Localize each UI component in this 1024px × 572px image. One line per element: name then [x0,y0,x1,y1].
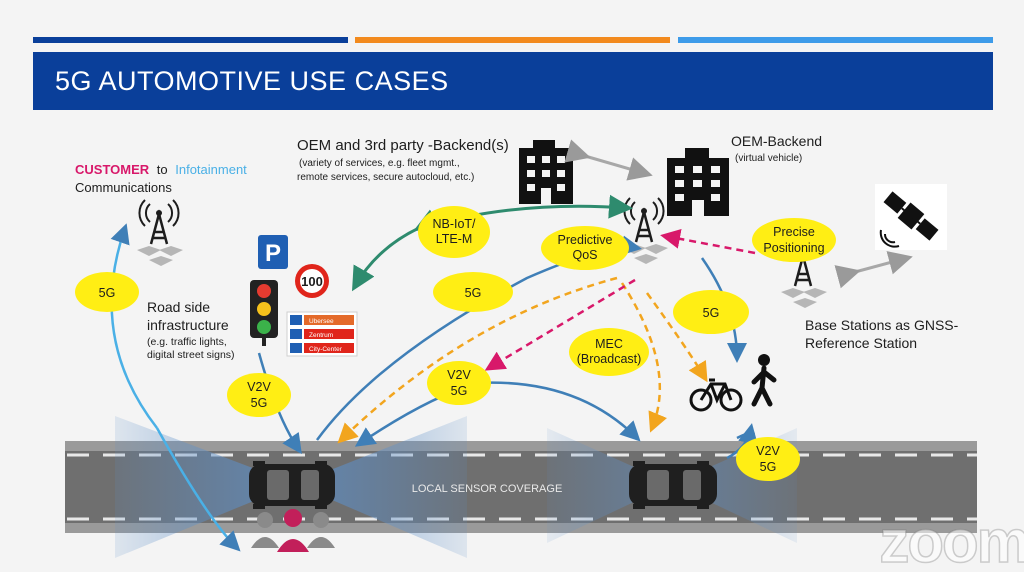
bubble-mec: MEC (Broadcast) [569,328,649,376]
road-side-sub: digital street signs) [147,349,235,361]
svg-text:5G: 5G [760,460,777,474]
use-case-diagram: LOCAL SENSOR COVERAGE [65,133,977,558]
parking-sign-icon: P [258,235,288,269]
svg-text:NB-IoT/: NB-IoT/ [432,217,476,231]
oem-3rd-party-sub: (variety of services, e.g. fleet mgmt., [299,158,460,169]
dashed-arrow-magenta [484,278,636,371]
zoom-watermark: zoom [879,507,1024,572]
car-icon [629,461,717,509]
road-side-sub: (e.g. traffic lights, [147,336,227,348]
bubble-5g-left: 5G [75,272,139,312]
bubble-v2v-right: V2V 5G [736,437,800,481]
road-side-label: infrastructure [147,317,229,333]
cell-tower-icon [622,197,668,264]
svg-text:City-Center: City-Center [309,346,343,353]
svg-text:QoS: QoS [572,248,597,262]
svg-text:V2V: V2V [447,368,471,382]
local-sensor-label: LOCAL SENSOR COVERAGE [412,483,563,495]
customer-label: CUSTOMER to Infotainment Communications [75,162,247,195]
base-stations-label: Reference Station [805,335,917,351]
traffic-light-icon [250,280,278,346]
svg-text:Positioning: Positioning [763,241,824,255]
svg-text:CUSTOMER to In: CUSTOMER to Infotainment [75,162,247,177]
direction-sign-icon: Ubersee Zentrum City-Center [286,311,358,357]
top-accent-dark-blue [33,37,348,43]
dashed-arrow-orange [620,282,667,433]
svg-text:5G: 5G [251,396,268,410]
oem-3rd-party-sub: remote services, secure autocloud, etc.) [297,172,474,183]
svg-text:Ubersee: Ubersee [309,318,334,325]
svg-text:5G: 5G [465,286,482,300]
svg-text:LTE-M: LTE-M [436,232,473,246]
top-accent-orange [355,37,670,43]
bubble-v2v-mid: V2V 5G [427,361,491,405]
oem-3rd-party-title: OEM and 3rd party -Backend(s) [297,137,509,154]
dashed-arrow-magenta [660,228,756,255]
svg-text:V2V: V2V [756,444,780,458]
office-building-icon [519,140,573,204]
base-stations-label: Base Stations as GNSS- [805,317,959,333]
svg-text:(Broadcast): (Broadcast) [577,352,642,366]
svg-text:P: P [265,240,281,267]
svg-text:5G: 5G [703,306,720,320]
gnss-link-arrow [834,251,913,289]
svg-text:Precise: Precise [773,225,815,239]
svg-text:5G: 5G [451,384,468,398]
oem-backend-sub: (virtual vehicle) [735,153,802,164]
top-accent-light-blue [678,37,993,43]
slide-title: 5G AUTOMOTIVE USE CASES [55,66,449,96]
oem-backend-title: OEM-Backend [731,133,822,149]
svg-text:Predictive: Predictive [558,233,613,247]
people-icon [251,509,335,552]
office-building-icon [667,148,729,216]
cell-tower-icon [137,199,183,266]
svg-text:V2V: V2V [247,380,271,394]
bicycle-icon [689,378,743,412]
dashed-arrow-orange [337,276,618,444]
bubble-nb-iot: NB-IoT/ LTE-M [418,206,490,258]
bubble-5g-right: 5G [673,290,749,334]
car-icon [249,461,335,509]
dashed-arrow-orange [645,292,708,383]
bubble-v2v-left: V2V 5G [227,373,291,417]
svg-text:5G: 5G [99,286,116,300]
title-bar: 5G AUTOMOTIVE USE CASES [33,52,993,110]
bubble-precise-positioning: Precise Positioning [752,218,836,262]
svg-text:Zentrum: Zentrum [309,332,333,339]
satellite-icon [875,184,947,250]
svg-text:100: 100 [301,274,323,289]
svg-text:MEC: MEC [595,337,623,351]
backend-link-arrow [564,139,653,181]
bubble-5g-mid: 5G [433,272,513,312]
pedestrian-icon [751,354,777,407]
speed-limit-sign-icon: 100 [295,264,329,298]
svg-text:Communications: Communications [75,180,172,195]
bubble-predictive-qos: Predictive QoS [541,226,629,270]
road-side-label: Road side [147,299,210,315]
